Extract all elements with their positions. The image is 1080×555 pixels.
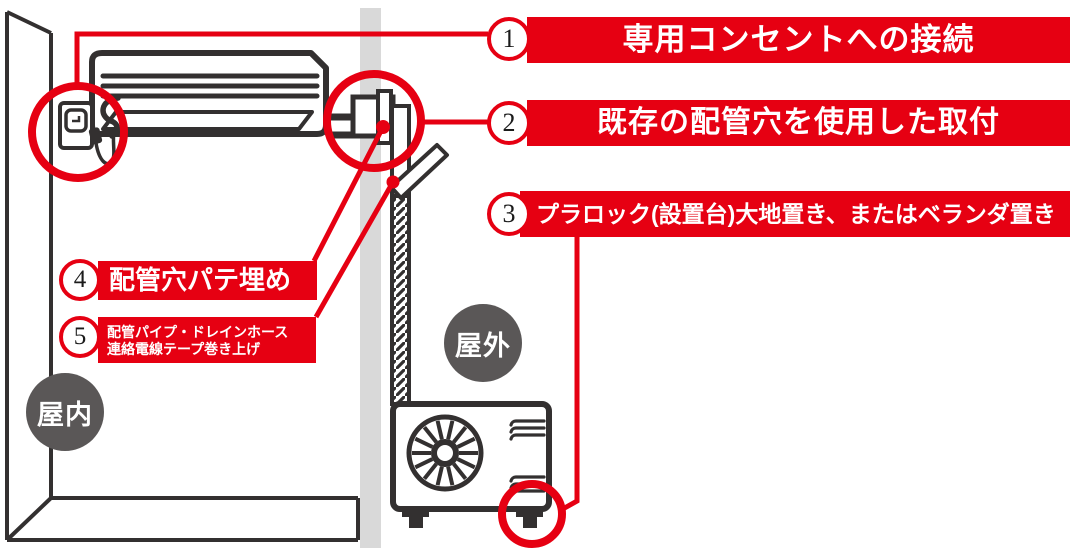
callout-3-number-badge: 3 (487, 192, 531, 236)
callout-4-label: 配管穴パテ埋め (109, 265, 292, 295)
callout-4-number-badge: 4 (59, 259, 101, 301)
callout-4-banner: 配管穴パテ埋め (98, 261, 317, 300)
indoor-unit-louver-slats (100, 73, 320, 99)
highlight-ring-foot (498, 480, 566, 548)
fan-hub (431, 439, 459, 467)
indoor-badge-label: 屋内 (37, 399, 93, 430)
drain-pipe-elbow (389, 143, 449, 200)
highlight-ring-outlet (28, 82, 128, 182)
outdoor-badge: 屋外 (444, 304, 522, 382)
leader-line-5 (313, 180, 396, 319)
fan-spokes (412, 420, 478, 486)
power-outlet-icon (58, 101, 116, 166)
drain-pipe-icon (389, 104, 449, 406)
cable-hook (100, 95, 121, 139)
callout-1-number: 1 (502, 24, 516, 53)
drain-pipe-hatched (390, 194, 411, 406)
leader-line-3 (559, 237, 580, 513)
callout-3-label: プラロック(設置台)大地置き、またはベランダ置き (536, 201, 1056, 227)
callout-5-label-line2: 連絡電線テープ巻き上げ (107, 340, 261, 357)
indoor-badge: 屋内 (26, 373, 104, 451)
callout-1-banner: 専用コンセントへの接続 (527, 17, 1070, 63)
callout-5-label-line1: 配管パイプ・ドレインホース (107, 324, 289, 340)
outlet-slot (72, 116, 81, 123)
leader-line-1 (74, 31, 488, 86)
power-plug (88, 127, 103, 145)
callout-5-number-badge: 5 (59, 316, 101, 358)
leader-line-4 (311, 125, 386, 263)
callout-1-number-badge: 1 (487, 17, 531, 61)
indoor-unit-front-flap (101, 110, 314, 131)
pipe-hole-connector (350, 89, 396, 145)
callout-2-number-badge: 2 (487, 101, 531, 145)
callout-1-label: 専用コンセントへの接続 (622, 22, 975, 57)
callout-3-number: 3 (502, 199, 516, 228)
outdoor-badge-label: 屋外 (455, 330, 511, 361)
indoor-unit-icon (89, 50, 329, 139)
callout-4-number: 4 (73, 266, 87, 293)
junction-dot-1 (376, 120, 390, 134)
highlight-ring-pipe-hole (323, 70, 425, 172)
callout-3-banner: プラロック(設置台)大地置き、またはベランダ置き (520, 191, 1070, 237)
outdoor-unit-icon (390, 401, 552, 528)
junction-dot-2 (386, 175, 400, 189)
outdoor-unit-feet (402, 509, 543, 528)
room-outline (5, 10, 360, 542)
callout-5-number: 5 (73, 323, 87, 350)
callout-2-banner: 既存の配管穴を使用した取付 (527, 100, 1070, 146)
leader-lines (74, 31, 580, 513)
callout-2-number: 2 (502, 108, 516, 137)
callout-5-banner: 配管パイプ・ドレインホース 連絡電線テープ巻き上げ (98, 317, 316, 363)
callout-2-label: 既存の配管穴を使用した取付 (597, 106, 1000, 139)
